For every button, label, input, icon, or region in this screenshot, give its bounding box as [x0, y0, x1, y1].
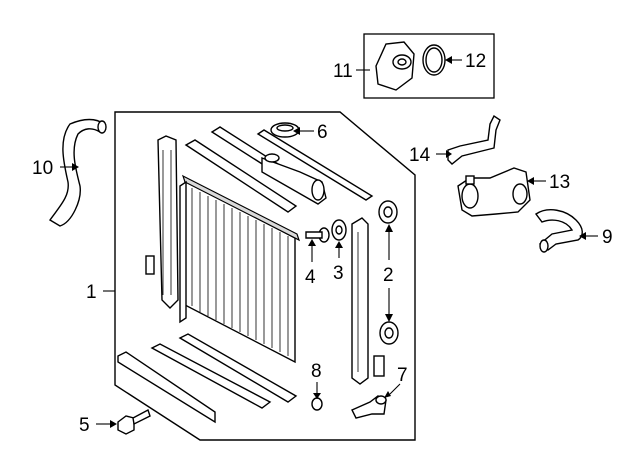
callout-2: 2 — [383, 265, 394, 286]
o-ring — [311, 382, 323, 411]
callout-8: 8 — [311, 361, 322, 382]
callout-13: 13 — [549, 172, 570, 193]
bypass-pipe — [436, 114, 501, 165]
upper-tank — [261, 153, 327, 205]
mounting-bolt — [96, 408, 151, 435]
lower-hose — [534, 209, 598, 253]
radiator-core — [179, 174, 301, 364]
callout-5: 5 — [79, 415, 90, 436]
thermostat — [375, 41, 415, 91]
callout-7: 7 — [397, 365, 408, 386]
thermostat-gasket — [422, 44, 462, 76]
callout-9: 9 — [602, 227, 613, 248]
lower-air-seals — [117, 333, 298, 424]
radiator-mount-cushions — [378, 200, 399, 345]
callout-11: 11 — [333, 61, 353, 82]
drain-cock — [351, 383, 401, 419]
callout-4: 4 — [305, 267, 316, 288]
thermostat-inset-box — [363, 33, 495, 99]
bolt-pin — [305, 227, 330, 262]
upper-hose — [48, 118, 107, 227]
callout-10: 10 — [32, 158, 53, 179]
washer — [331, 219, 347, 258]
callout-12: 12 — [465, 51, 486, 72]
right-side-bracket — [351, 217, 385, 385]
callout-1: 1 — [86, 282, 97, 303]
callout-3: 3 — [333, 263, 344, 284]
radiator-cap — [270, 122, 314, 138]
water-outlet-housing — [457, 167, 546, 217]
callout-14: 14 — [409, 145, 431, 166]
callout-6: 6 — [317, 122, 328, 143]
radiator-group-panel — [114, 111, 416, 441]
left-side-bracket — [145, 135, 179, 309]
